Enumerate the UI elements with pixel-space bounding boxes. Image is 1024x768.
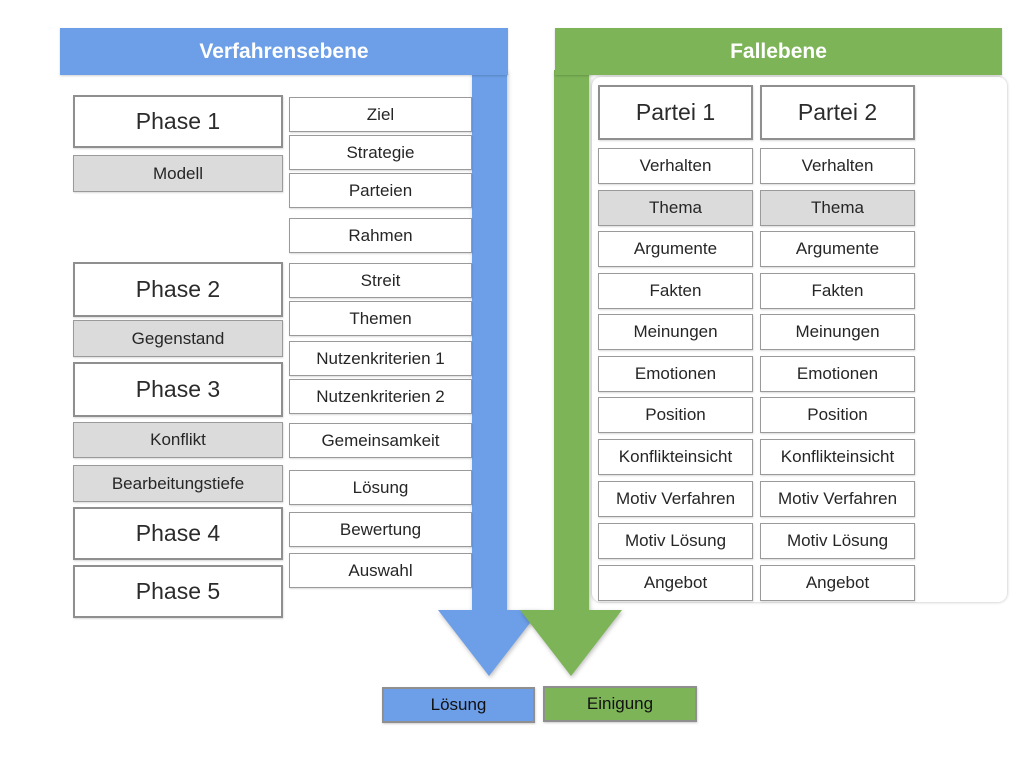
partei-1-thema-box: Thema [598,190,753,226]
partei-1-meinungen-box: Meinungen [598,314,753,350]
konflikt-box: Konflikt [73,422,283,458]
bearbeitungstiefe-box: Bearbeitungstiefe [73,465,283,502]
rahmen-box: Rahmen [289,218,472,253]
phase-1-box: Phase 1 [73,95,283,148]
strategie-box: Strategie [289,135,472,170]
nutzenkriterien-2-box: Nutzenkriterien 2 [289,379,472,414]
partei-1-angebot-box: Angebot [598,565,753,601]
gegenstand-box: Gegenstand [73,320,283,357]
themen-box: Themen [289,301,472,336]
modell-box: Modell [73,155,283,192]
partei-1-konflikteinsicht-box: Konflikteinsicht [598,439,753,475]
nutzenkriterien-1-box: Nutzenkriterien 1 [289,341,472,376]
partei-2-motiv-verfahren-box: Motiv Verfahren [760,481,915,517]
auswahl-box: Auswahl [289,553,472,588]
partei-2-angebot-box: Angebot [760,565,915,601]
partei-2-position-box: Position [760,397,915,433]
einigung-result-box: Einigung [543,686,697,722]
verfahrensebene-header: Verfahrensebene [60,28,508,75]
partei-2-argumente-box: Argumente [760,231,915,267]
partei-2-meinungen-box: Meinungen [760,314,915,350]
gemeinsamkeit-box: Gemeinsamkeit [289,423,472,458]
partei-1-argumente-box: Argumente [598,231,753,267]
partei-2-emotionen-box: Emotionen [760,356,915,392]
parteien-box: Parteien [289,173,472,208]
phase-5-box: Phase 5 [73,565,283,618]
phase-4-box: Phase 4 [73,507,283,560]
partei-2-verhalten-box: Verhalten [760,148,915,184]
partei-1-motiv-verfahren-box: Motiv Verfahren [598,481,753,517]
partei-1-fakten-box: Fakten [598,273,753,309]
partei-1-header-box: Partei 1 [598,85,753,140]
partei-2-konflikteinsicht-box: Konflikteinsicht [760,439,915,475]
down-arrow-blue-head [438,610,540,676]
streit-box: Streit [289,263,472,298]
down-arrow-green-shaft [554,70,589,610]
loesung-result-box: Lösung [382,687,535,723]
partei-1-verhalten-box: Verhalten [598,148,753,184]
bewertung-box: Bewertung [289,512,472,547]
partei-2-fakten-box: Fakten [760,273,915,309]
ziel-box: Ziel [289,97,472,132]
down-arrow-blue-shaft [472,70,507,610]
phase-2-box: Phase 2 [73,262,283,317]
partei-1-emotionen-box: Emotionen [598,356,753,392]
partei-2-header-box: Partei 2 [760,85,915,140]
loesung-step-box: Lösung [289,470,472,505]
partei-2-motiv-loesung-box: Motiv Lösung [760,523,915,559]
fallebene-header: Fallebene [555,28,1002,75]
down-arrow-green-head [520,610,622,676]
partei-1-motiv-loesung-box: Motiv Lösung [598,523,753,559]
partei-1-position-box: Position [598,397,753,433]
phase-3-box: Phase 3 [73,362,283,417]
partei-2-thema-box: Thema [760,190,915,226]
